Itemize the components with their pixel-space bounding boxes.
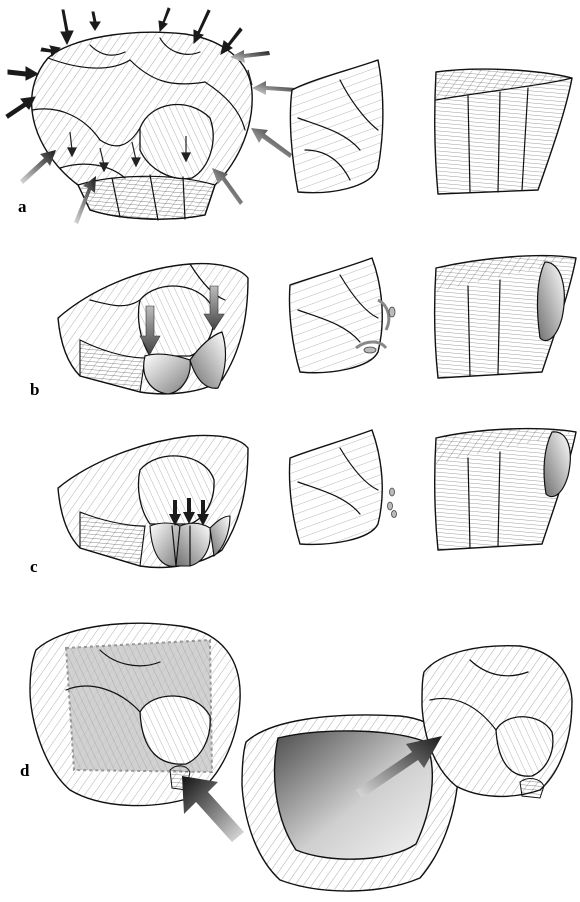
- large-grey-arrow: [182, 776, 244, 842]
- panel-label-c: c: [30, 557, 38, 576]
- panel-label-a: a: [18, 197, 27, 216]
- panel-b: b: [30, 256, 576, 399]
- small-core-view: [422, 646, 572, 798]
- fragment-side-view-b: [289, 258, 395, 373]
- panel-d: d: [20, 623, 572, 891]
- edge-view-b: [435, 256, 576, 378]
- edge-view-c: [435, 429, 576, 550]
- core-plan-view: [32, 32, 253, 220]
- fragment-side-view-c: [289, 430, 396, 544]
- fragment-side-view-a: [290, 60, 382, 193]
- panel-c: c: [30, 429, 576, 576]
- core-with-highlighted-area: [30, 623, 240, 805]
- edge-view-a: [435, 69, 572, 194]
- panel-label-b: b: [30, 380, 39, 399]
- panel-label-d: d: [20, 761, 30, 780]
- core-oblique-view-c: [58, 436, 248, 568]
- panel-a: a: [6, 8, 572, 224]
- removal-arrows-c: [169, 498, 209, 526]
